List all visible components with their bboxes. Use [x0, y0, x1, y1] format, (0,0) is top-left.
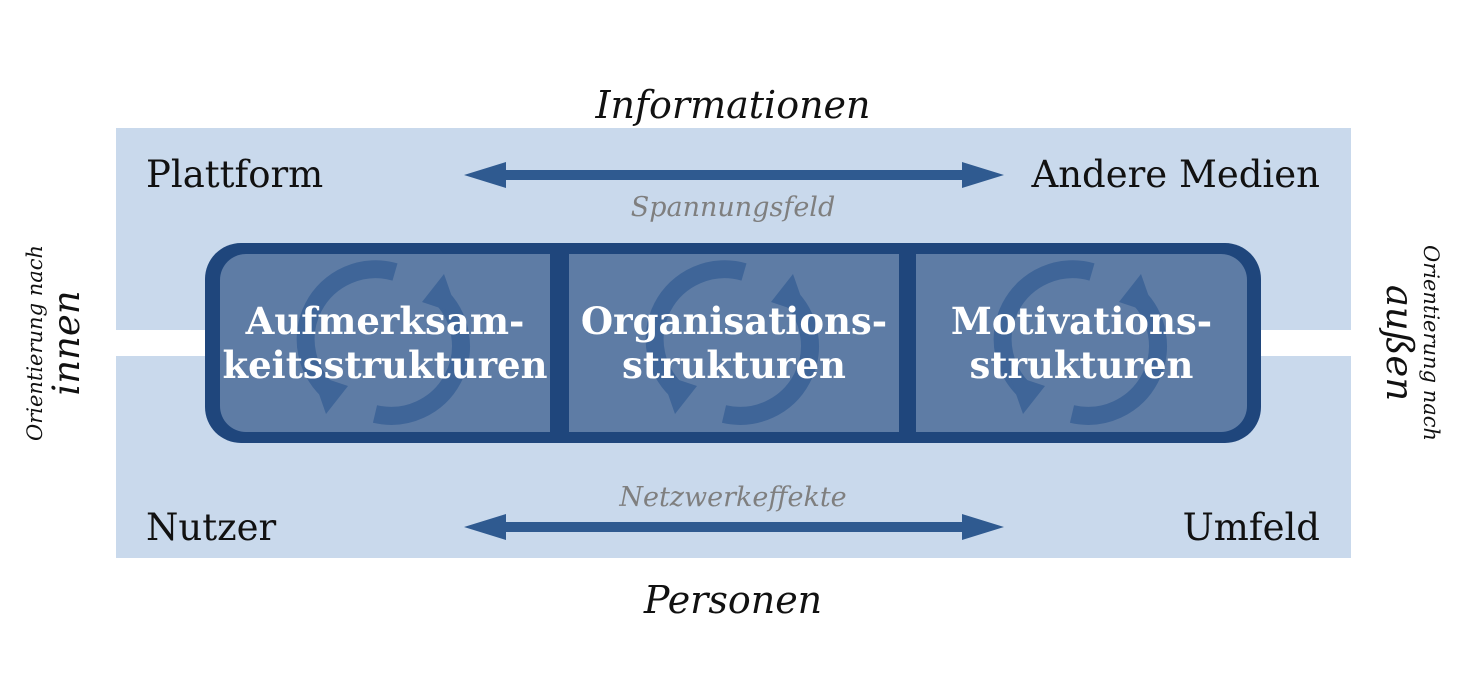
right-side-big: außen [1377, 284, 1421, 402]
bottom-arrow-label: Netzwerkeffekte [619, 482, 847, 513]
bottom-double-arrow [464, 514, 1004, 540]
cycle-arrows-icon [296, 260, 470, 425]
structure-2-line2: strukturen [622, 343, 846, 387]
structure-label-1: Aufmerksam- keitsstrukturen [220, 299, 550, 387]
left-side-small: Orientierung nach [23, 244, 48, 442]
structure-1-line1: Aufmerksam- [245, 299, 525, 343]
top-arrow-label: Spannungsfeld [630, 192, 836, 223]
top-title: Informationen [595, 83, 871, 127]
corner-bottom-left: Nutzer [146, 506, 277, 549]
left-side-big: innen [45, 290, 89, 396]
right-side-label: Orientierung nach außen [1377, 244, 1443, 442]
structures-frame: Aufmerksam- keitsstrukturen Organisation… [205, 243, 1261, 443]
structure-2-line1: Organisations- [580, 299, 888, 343]
structure-label-2: Organisations- strukturen [569, 299, 899, 387]
right-side-small: Orientierung nach [1418, 244, 1443, 442]
cycle-arrows-icon [993, 260, 1167, 425]
bottom-title: Personen [643, 578, 823, 622]
structure-cell-1: Aufmerksam- keitsstrukturen [220, 254, 550, 432]
structure-cell-2: Organisations- strukturen [569, 254, 899, 432]
structure-cell-3: Motivations- strukturen [916, 254, 1247, 432]
corner-top-right: Andere Medien [1031, 153, 1320, 196]
structure-3-line1: Motivations- [950, 299, 1213, 343]
cycle-arrows-icon [645, 260, 819, 425]
structure-3-line2: strukturen [969, 343, 1194, 387]
corner-bottom-right: Umfeld [1182, 506, 1320, 549]
left-side-label: Orientierung nach innen [23, 244, 89, 442]
corner-top-left: Plattform [146, 153, 324, 196]
structure-1-line2: keitsstrukturen [222, 343, 548, 387]
structure-label-3: Motivations- strukturen [916, 299, 1247, 387]
top-double-arrow [464, 162, 1004, 188]
